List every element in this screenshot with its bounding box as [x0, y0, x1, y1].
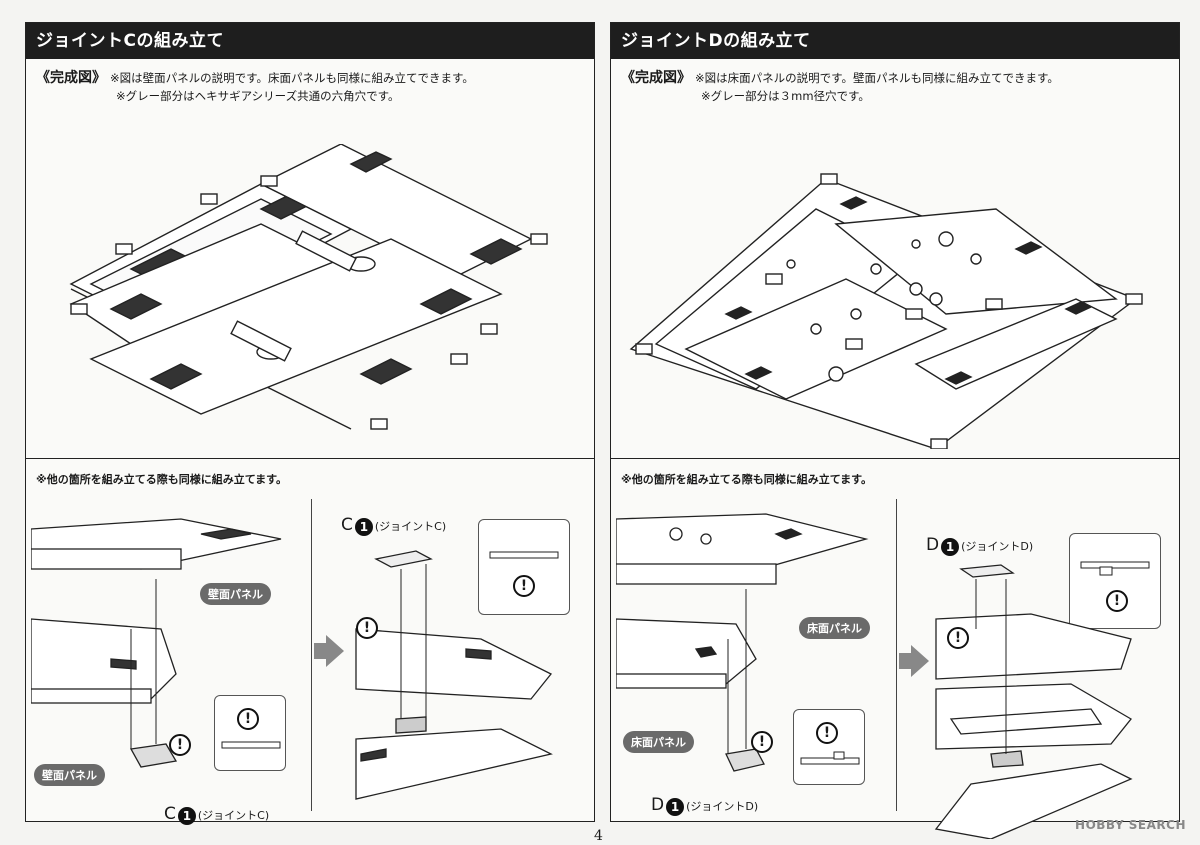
step-arrow-icon — [899, 645, 929, 677]
part-name: (ジョイントD) — [686, 800, 759, 813]
caution-icon: ! — [169, 734, 191, 756]
part-name: (ジョイントC) — [197, 809, 270, 822]
joint-d-complete-section: 《完成図》 ※図は床面パネルの説明です。壁面パネルも同様に組み立てできます。 ※グ… — [611, 59, 1179, 459]
note-line-1: ※図は壁面パネルの説明です。床面パネルも同様に組み立てできます。 — [110, 71, 474, 85]
joint-d-title: ジョイントDの組み立て — [611, 23, 1179, 59]
part-number-badge: 1 — [666, 798, 685, 816]
caution-icon: ! — [816, 722, 838, 744]
part-name: (ジョイントD) — [961, 540, 1034, 553]
joint-d-complete-illustration — [629, 173, 1143, 449]
part-letter: D — [926, 535, 940, 555]
part-side-view — [800, 751, 860, 765]
step-arrow-icon — [314, 635, 344, 667]
part-number-badge: 1 — [354, 518, 373, 536]
note-line-1: ※図は床面パネルの説明です。壁面パネルも同様に組み立てできます。 — [695, 71, 1059, 85]
joint-d-steps-section: ※他の箇所を組み立てる際も同様に組み立てます。 床面パネル 床面パネル ! ! — [611, 459, 1179, 839]
complete-label: 《完成図》 — [621, 70, 691, 86]
step-after-illustration — [934, 564, 1133, 839]
joint-d-notes: 《完成図》 ※図は床面パネルの説明です。壁面パネルも同様に組み立てできます。 ※グ… — [621, 69, 1059, 105]
note-line-2: ※グレー部分は３mm径穴です。 — [701, 89, 870, 103]
joint-c-steps-section: ※他の箇所を組み立てる際も同様に組み立てます。 壁面パネル 壁面パネル ! ! … — [26, 459, 594, 825]
part-number-badge: 1 — [177, 807, 196, 825]
page-number: 4 — [594, 828, 603, 844]
joint-c-complete-illustration — [69, 144, 548, 430]
part-name: (ジョイントC) — [374, 520, 447, 533]
caution-icon: ! — [751, 731, 773, 753]
step-before-illustration — [616, 513, 869, 772]
joint-c-title: ジョイントCの組み立て — [26, 23, 594, 59]
steps-note: ※他の箇所を組み立てる際も同様に組み立てます。 — [621, 473, 873, 486]
wall-panel-tag-upper: 壁面パネル — [200, 583, 271, 605]
caution-icon: ! — [237, 708, 259, 730]
caution-icon: ! — [1106, 590, 1128, 612]
joint-c-complete-section: 《完成図》 ※図は壁面パネルの説明です。床面パネルも同様に組み立てできます。 ※グ… — [26, 59, 594, 459]
joint-d-panel: ジョイントDの組み立て 《完成図》 ※図は床面パネルの説明です。壁面パネルも同様に… — [610, 22, 1180, 839]
joint-c-notes: 《完成図》 ※図は壁面パネルの説明です。床面パネルも同様に組み立てできます。 ※グ… — [36, 69, 474, 105]
step-before-illustration — [31, 518, 282, 768]
caution-icon: ! — [513, 575, 535, 597]
floor-panel-tag-lower: 床面パネル — [623, 731, 694, 753]
part-side-view — [1080, 561, 1150, 576]
part-number-badge: 1 — [941, 538, 960, 556]
wall-panel-tag-lower: 壁面パネル — [34, 764, 105, 786]
complete-label: 《完成図》 — [36, 70, 106, 86]
detail-zoom-box: ! — [214, 695, 286, 771]
caution-icon: ! — [356, 617, 378, 639]
detail-zoom-box: ! — [793, 709, 865, 785]
part-side-view — [221, 741, 281, 749]
detail-zoom-box-2: ! — [478, 519, 570, 615]
part-side-view — [489, 551, 559, 559]
step-divider — [896, 499, 897, 811]
step-after-illustration — [355, 550, 553, 800]
note-line-2: ※グレー部分はヘキサギアシリーズ共通の六角穴です。 — [116, 89, 400, 103]
part-letter: C — [164, 804, 176, 824]
steps-note: ※他の箇所を組み立てる際も同様に組み立てます。 — [36, 473, 288, 486]
part-letter: D — [651, 795, 665, 815]
step-divider — [311, 499, 312, 811]
part-letter: C — [341, 515, 353, 535]
caution-icon: ! — [947, 627, 969, 649]
joint-c-panel: ジョイントCの組み立て 《完成図》 ※図は壁面パネルの説明です。床面パネルも同様に… — [25, 22, 595, 825]
watermark-logo: HOBBY SEARCH — [1075, 818, 1186, 832]
detail-zoom-box-2: ! — [1069, 533, 1161, 629]
floor-panel-tag-upper: 床面パネル — [799, 617, 870, 639]
